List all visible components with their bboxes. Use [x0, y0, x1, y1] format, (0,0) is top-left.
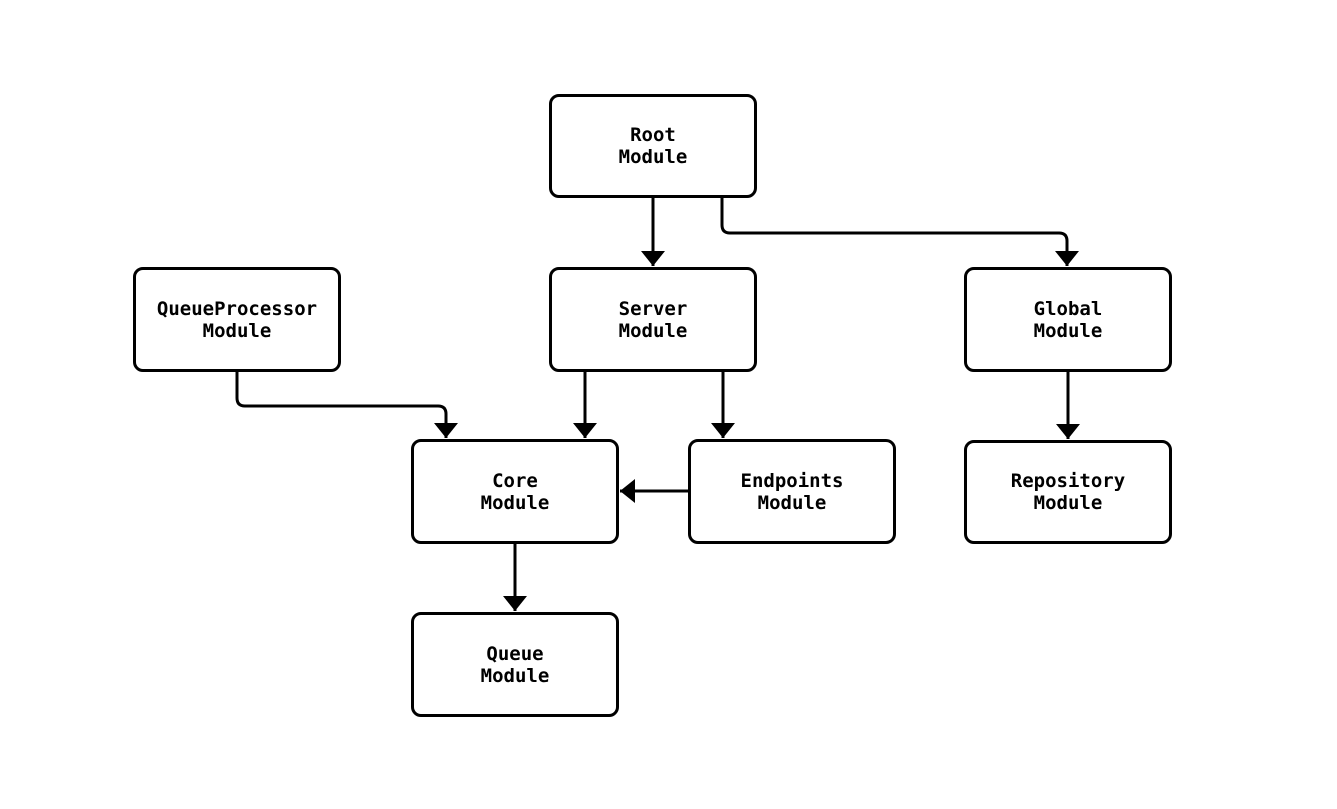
node-label-queueprocessor: QueueProcessor Module [156, 297, 318, 342]
node-label-global: Global Module [1033, 297, 1103, 342]
node-endpoints: Endpoints Module [688, 439, 896, 544]
node-root: Root Module [549, 94, 757, 198]
node-label-endpoints: Endpoints Module [740, 469, 844, 514]
node-repository: Repository Module [964, 440, 1172, 544]
edge-queueprocessor-to-core [235, 372, 458, 438]
node-label-server: Server Module [618, 297, 688, 342]
node-core: Core Module [411, 439, 619, 544]
node-label-queue: Queue Module [480, 642, 550, 687]
edge-root-to-global [720, 198, 1079, 266]
node-global: Global Module [964, 267, 1172, 372]
node-queue: Queue Module [411, 612, 619, 717]
node-label-repository: Repository Module [1010, 470, 1126, 514]
node-label-core: Core Module [480, 469, 550, 514]
node-server: Server Module [549, 267, 757, 372]
node-label-root: Root Module [618, 124, 688, 168]
node-queueprocessor: QueueProcessor Module [133, 267, 341, 372]
